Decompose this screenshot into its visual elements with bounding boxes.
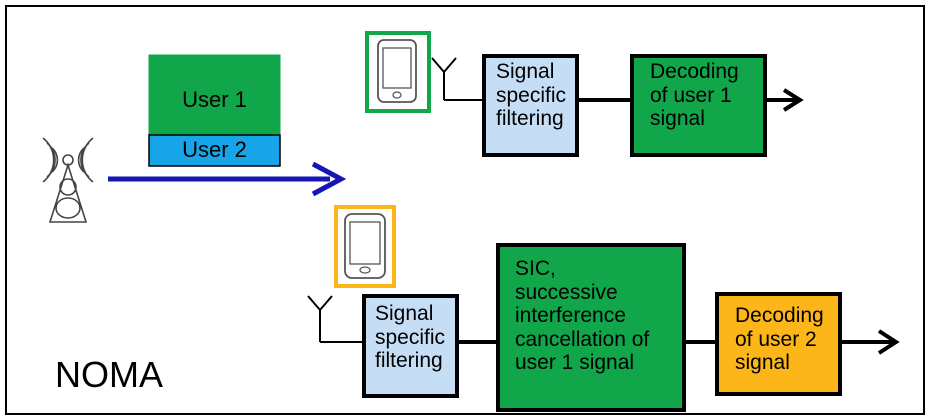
filter-label-user1: Signal specific filtering (496, 60, 566, 131)
filter-label-user2: Signal specific filtering (375, 302, 445, 373)
output-arrow-head-user1 (782, 88, 804, 112)
text-line: Signal (375, 302, 434, 325)
user2-label: User 2 (182, 137, 247, 162)
user1-label: User 1 (182, 87, 247, 112)
decode-label-user2: Decoding of user 2 signal (735, 304, 824, 375)
output-arrow-head-user2 (877, 329, 900, 355)
filter-box-user1 (482, 54, 579, 157)
tower-icon (42, 137, 94, 223)
sic-label: SIC, successive interference cancellatio… (515, 257, 649, 375)
filter-box-user2 (362, 294, 459, 398)
phone-icon (365, 31, 431, 113)
decode-box-user2 (715, 292, 842, 396)
user2-block (148, 134, 281, 167)
user1-block (148, 54, 281, 136)
text-line: successive (515, 280, 618, 304)
text-line: of user 1 (650, 83, 732, 107)
text-line: cancellation of (515, 327, 650, 351)
decode-label-user1: Decoding of user 1 signal (650, 60, 739, 131)
antenna-icon (307, 295, 364, 343)
transmission-arrow-head (311, 161, 347, 197)
text-line: signal (650, 107, 705, 131)
text-line: user 1 signal (515, 351, 635, 375)
diagram-title: NOMA (55, 354, 163, 395)
text-line: filtering (496, 107, 564, 131)
text-line: Signal (496, 60, 555, 83)
sic-box (496, 243, 686, 412)
text-line: Decoding (735, 304, 824, 327)
text-line: interference (515, 304, 626, 328)
text-line: specific (496, 83, 567, 107)
antenna-icon (431, 57, 484, 101)
phone-icon (334, 205, 396, 288)
text-line: filtering (375, 349, 443, 373)
text-line: SIC, (515, 257, 556, 280)
text-line: of user 2 (735, 327, 817, 351)
text-line: signal (735, 351, 790, 375)
decode-box-user1 (630, 54, 767, 157)
text-line: specific (375, 325, 446, 349)
text-line: Decoding (650, 60, 739, 83)
